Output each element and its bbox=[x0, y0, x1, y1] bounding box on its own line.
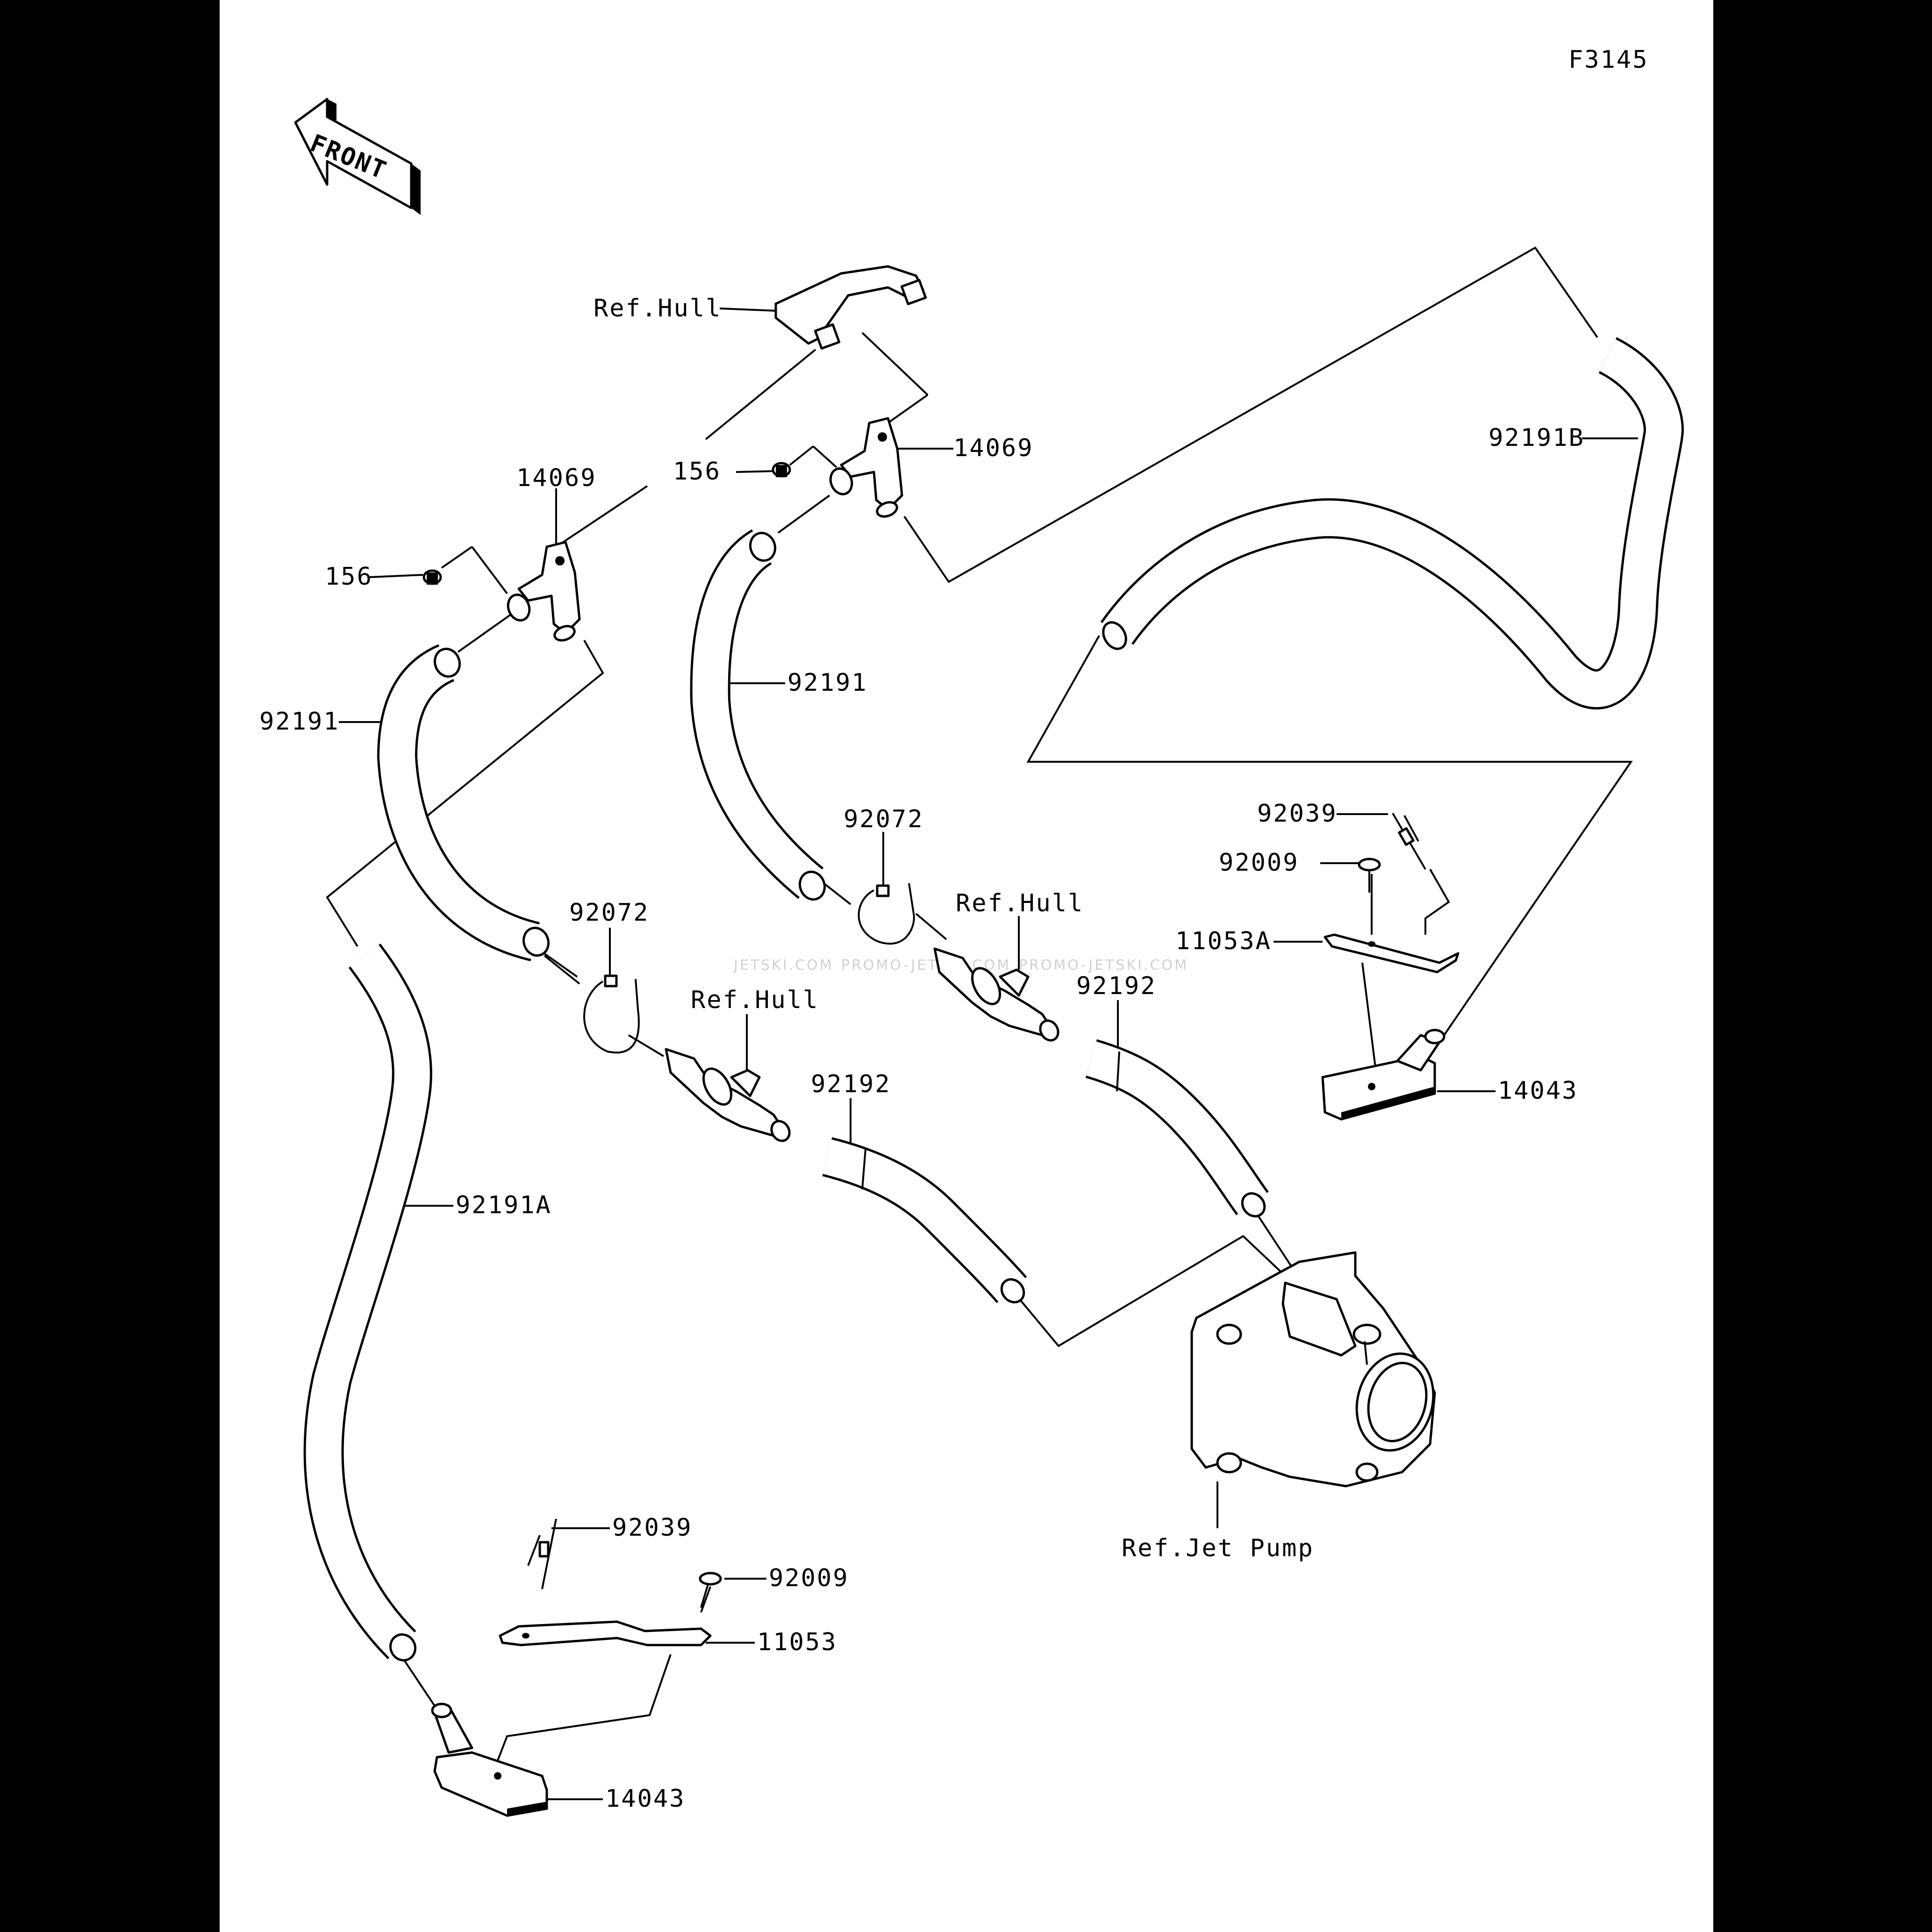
strainer-14043-left bbox=[431, 1703, 548, 1817]
part-labels: Ref.Hull 14069 156 14069 156 92191B 9219… bbox=[259, 294, 1585, 1813]
label-strainer-right: 14043 bbox=[1498, 1077, 1578, 1105]
label-screw-pin-right: 92009 bbox=[1219, 849, 1299, 877]
figure-id: F3145 bbox=[1568, 46, 1649, 74]
hose-92191a bbox=[303, 943, 432, 1662]
screw-92009-left bbox=[699, 1572, 722, 1608]
label-hose-a: 92191A bbox=[456, 1191, 552, 1219]
bracket-11053a bbox=[1324, 933, 1460, 973]
label-ref-hull-left: Ref.Hull bbox=[691, 986, 819, 1014]
label-ref-hull-top: Ref.Hull bbox=[594, 294, 722, 322]
label-hose-left: 92191 bbox=[259, 708, 340, 736]
strainer-14043-right bbox=[1321, 1029, 1445, 1121]
hull-fitting-left bbox=[665, 1048, 791, 1142]
clamp-14069-right bbox=[829, 417, 903, 518]
label-ref-hull-center: Ref.Hull bbox=[956, 889, 1084, 917]
label-pin-left: 92039 bbox=[612, 1514, 693, 1542]
label-screw-right: 156 bbox=[673, 458, 721, 486]
label-hose-center: 92191 bbox=[787, 669, 868, 697]
pin-92039-right bbox=[1392, 812, 1426, 870]
label-clamp-left: 14069 bbox=[516, 464, 597, 492]
label-screw-pin-left: 92009 bbox=[769, 1564, 849, 1592]
label-bracket-right: 11053A bbox=[1175, 927, 1272, 955]
clamp-14069-left bbox=[507, 541, 581, 642]
front-arrow-icon: FRONT bbox=[294, 98, 421, 215]
label-clamp-right: 14069 bbox=[953, 434, 1034, 462]
bracket-11053 bbox=[499, 1620, 712, 1646]
pin-92039-left bbox=[538, 1518, 557, 1589]
hose-92191-left bbox=[377, 644, 550, 961]
screw-156-right bbox=[772, 462, 791, 478]
hull-bracket-top bbox=[774, 265, 927, 350]
band-92072-left bbox=[583, 974, 640, 1054]
label-band-left: 92072 bbox=[569, 899, 650, 927]
screw-92009-right bbox=[1358, 858, 1381, 893]
jet-pump bbox=[1190, 1251, 1436, 1488]
watermark-1: JETSKI.COM bbox=[733, 957, 834, 973]
hull-fitting-center bbox=[933, 947, 1059, 1042]
label-strainer-left: 14043 bbox=[605, 1785, 686, 1813]
label-ref-jet-pump: Ref.Jet Pump bbox=[1122, 1534, 1314, 1562]
label-bracket-left: 11053 bbox=[757, 1628, 837, 1656]
hose-92192-right bbox=[1085, 1039, 1269, 1217]
label-hose-b: 92191B bbox=[1488, 424, 1585, 452]
screw-156-left bbox=[422, 569, 442, 585]
label-pin-right: 92039 bbox=[1257, 800, 1338, 828]
hose-92192-left bbox=[822, 1137, 1027, 1303]
band-92072-center bbox=[858, 883, 915, 945]
watermark-3: PROMO-JETSKI.COM bbox=[1019, 957, 1188, 973]
hose-92191-center bbox=[690, 529, 826, 901]
hose-92191b bbox=[1100, 337, 1684, 709]
label-band-center: 92072 bbox=[844, 805, 924, 833]
label-hose-short-left: 92192 bbox=[811, 1070, 891, 1098]
label-hose-short-right: 92192 bbox=[1076, 972, 1157, 1000]
leader-lines bbox=[326, 246, 1638, 1800]
label-screw-left: 156 bbox=[325, 563, 373, 591]
